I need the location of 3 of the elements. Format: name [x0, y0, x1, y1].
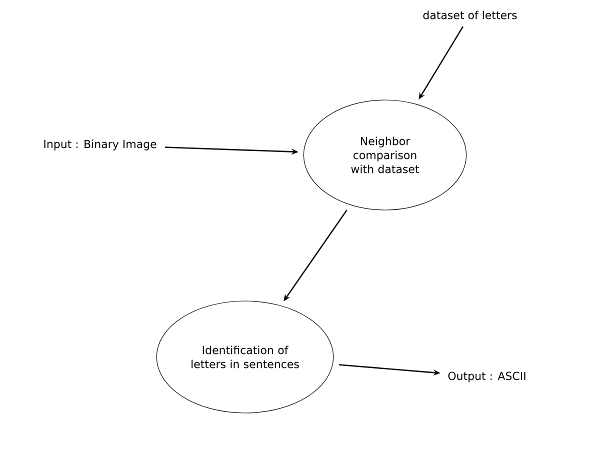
input-label: Input : Binary Image [44, 140, 156, 150]
output-label: Output : ASCII [448, 372, 526, 382]
input-label: dataset of letters [423, 10, 517, 20]
